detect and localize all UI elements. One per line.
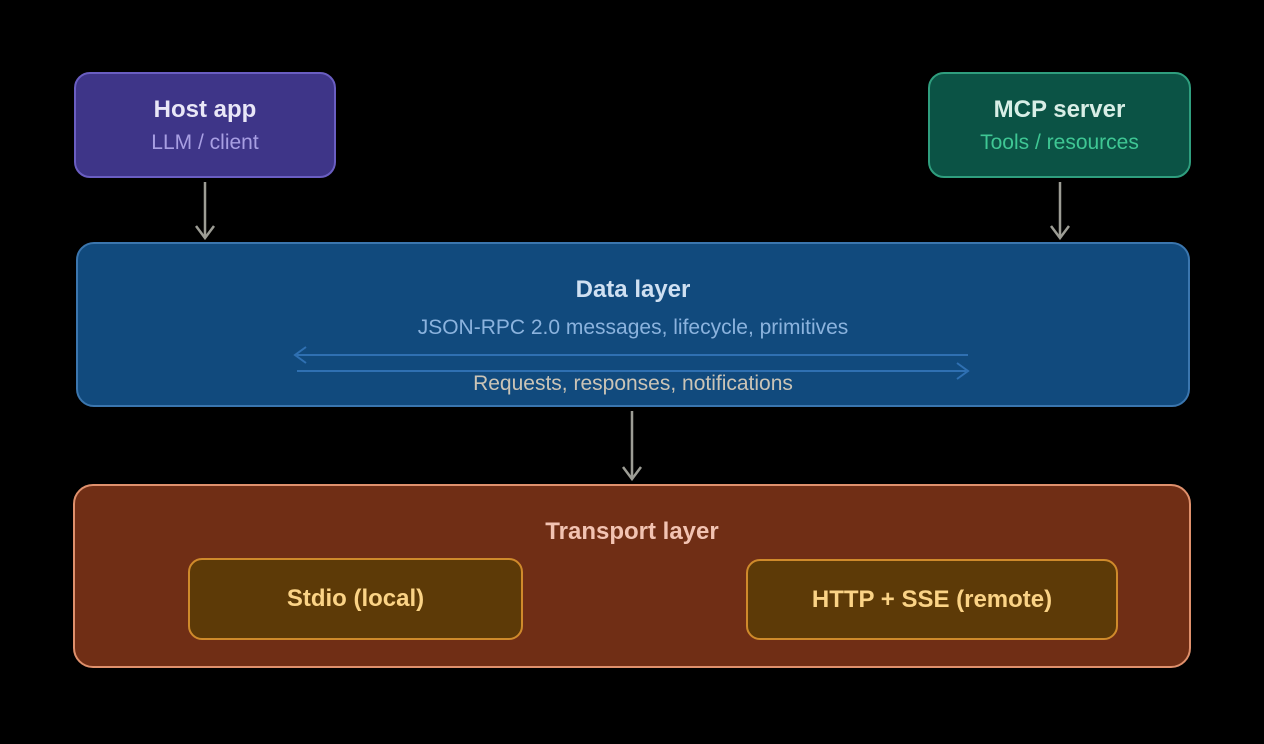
data-layer-title: Data layer xyxy=(575,276,691,303)
mcp-server-subtitle: Tools / resources xyxy=(980,130,1139,154)
mcp-server-title: MCP server xyxy=(993,95,1126,123)
host-to-data-arrow xyxy=(195,182,215,241)
stdio-transport-node: Stdio (local) xyxy=(188,558,523,640)
host-app-node: Host app LLM / client xyxy=(74,72,336,178)
host-app-title: Host app xyxy=(153,95,257,123)
transport-layer-title: Transport layer xyxy=(545,518,719,545)
http-sse-transport-node: HTTP + SSE (remote) xyxy=(746,559,1118,640)
server-to-data-arrow xyxy=(1050,182,1070,241)
data-layer-caption: Requests, responses, notifications xyxy=(473,372,793,395)
transport-layer-node: Transport layer Stdio (local) HTTP + SSE… xyxy=(73,484,1191,668)
mcp-server-node: MCP server Tools / resources xyxy=(928,72,1191,178)
http-sse-transport-label: HTTP + SSE (remote) xyxy=(811,585,1053,613)
data-layer-node: Data layer JSON-RPC 2.0 messages, lifecy… xyxy=(76,242,1190,407)
host-app-subtitle: LLM / client xyxy=(151,130,259,154)
data-to-transport-arrow xyxy=(622,411,642,482)
data-layer-subtitle: JSON-RPC 2.0 messages, lifecycle, primit… xyxy=(417,316,849,339)
stdio-transport-label: Stdio (local) xyxy=(286,585,425,612)
